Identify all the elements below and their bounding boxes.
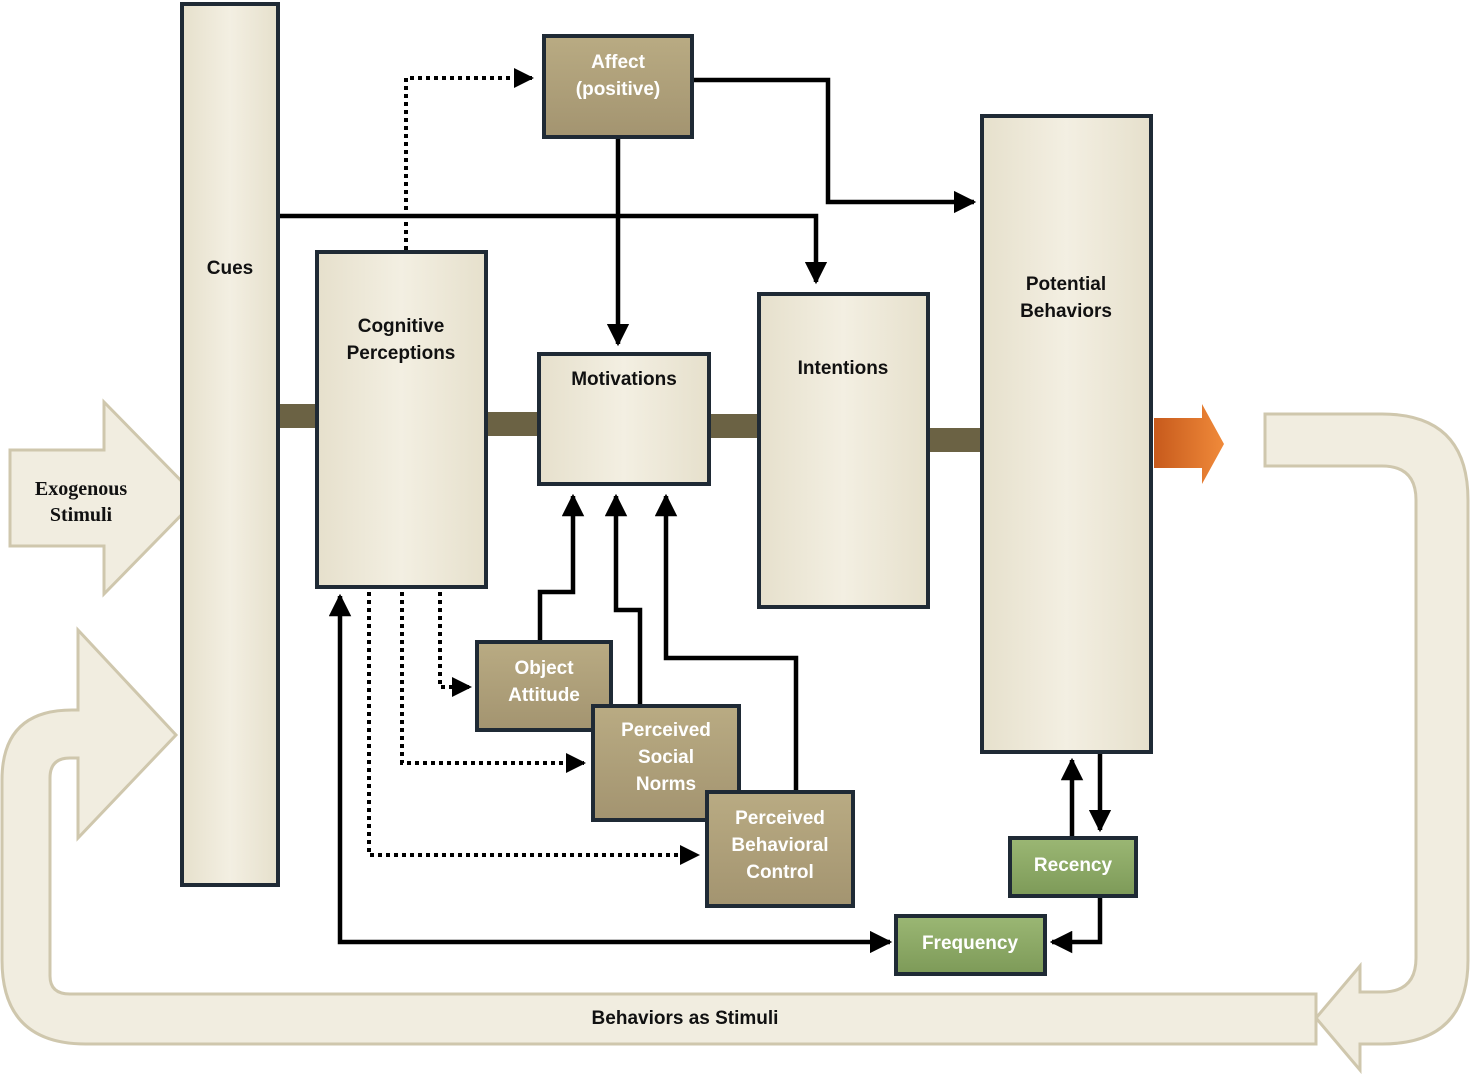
node-recency: Recency [1008, 836, 1138, 898]
solid-connectors [278, 77, 1112, 954]
connector-affect-to-potential [693, 77, 977, 214]
node-cues: Cues [180, 2, 280, 887]
exogenous-label-line1: Exogenous [35, 478, 127, 500]
node-intentions: Intentions [757, 292, 930, 609]
connector-frequency-to-cognitive [328, 593, 893, 954]
object-attitude-line1: Object [514, 658, 574, 679]
control-line3: Control [746, 862, 814, 883]
object-attitude-line2: Attitude [508, 685, 580, 706]
control-line1: Perceived [735, 808, 825, 829]
control-line2: Behavioral [731, 835, 828, 856]
feedback-loop-arrow [0, 412, 1470, 1075]
dotted-cognitive-to-object-attitude [438, 592, 472, 697]
node-perceived-behavioral-control: Perceived Behavioral Control [705, 790, 855, 908]
social-norms-line1: Perceived [621, 720, 711, 741]
cognitive-label-line1: Cognitive [358, 316, 445, 337]
feedback-label: Behaviors as Stimuli [592, 1008, 779, 1029]
affect-label-line2: (positive) [576, 79, 660, 100]
node-object-attitude: Object Attitude [475, 640, 613, 732]
output-arrow [1154, 404, 1224, 484]
intentions-label: Intentions [798, 358, 889, 379]
node-affect: Affect (positive) [542, 34, 694, 139]
frequency-label: Frequency [922, 933, 1019, 954]
connector-cues-to-intentions [278, 213, 828, 285]
social-norms-line2: Social [638, 747, 694, 768]
dotted-cognitive-to-control [367, 592, 700, 865]
exogenous-stimuli-arrow [8, 398, 201, 598]
recency-label: Recency [1034, 855, 1113, 876]
cognitive-label-line2: Perceptions [347, 343, 456, 364]
cues-label: Cues [207, 258, 253, 279]
potential-label-line1: Potential [1026, 274, 1106, 295]
node-potential-behaviors: Potential Behaviors [980, 114, 1153, 754]
potential-label-line2: Behaviors [1020, 301, 1112, 322]
affect-label-line1: Affect [591, 52, 646, 73]
connector-social-norms-to-motivations [604, 493, 643, 704]
node-motivations: Motivations [537, 352, 711, 486]
social-norms-line3: Norms [636, 774, 696, 795]
exogenous-label-line2: Stimuli [50, 504, 113, 526]
dotted-cognitive-to-social-norms [400, 592, 586, 773]
dotted-cognitive-to-affect [404, 68, 534, 250]
dotted-connectors [367, 68, 700, 865]
motivations-label: Motivations [571, 369, 677, 390]
connector-recency-to-frequency [1049, 898, 1103, 954]
node-frequency: Frequency [894, 914, 1047, 976]
node-cognitive-perceptions: Cognitive Perceptions [315, 250, 488, 589]
connector-object-attitude-to-motivations [537, 493, 585, 640]
